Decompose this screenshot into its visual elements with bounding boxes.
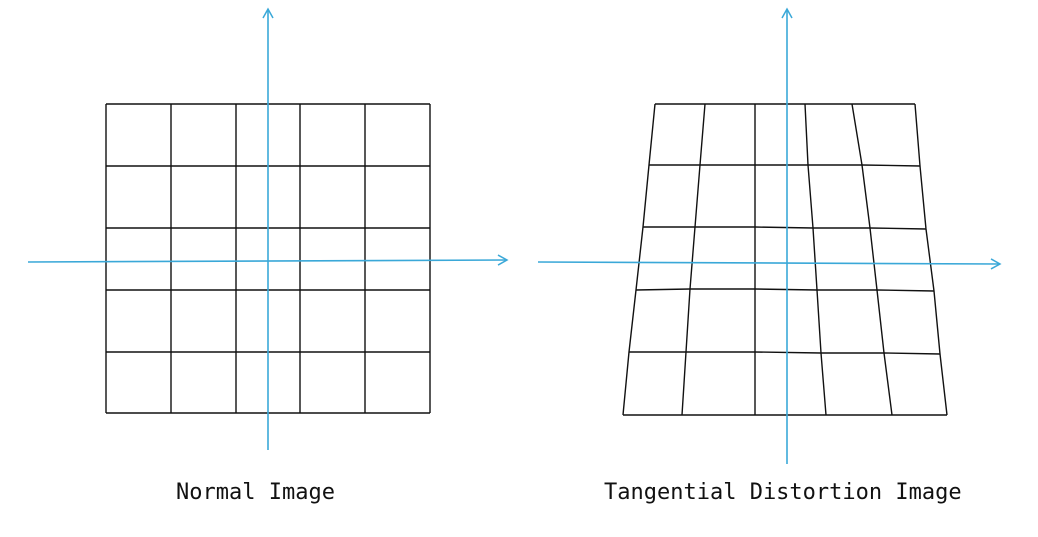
distorted-grid-vertical-line xyxy=(914,103,948,416)
distorted-grid-horizontal-line xyxy=(635,288,935,292)
distorted-grid-vertical-line xyxy=(851,103,893,416)
distorted-grid-vertical-line xyxy=(804,103,827,416)
tangential-axes xyxy=(537,7,1002,464)
distorted-grid-horizontal-line xyxy=(643,226,927,230)
distorted-grid-horizontal-line xyxy=(649,164,921,167)
distorted-grid-vertical-line xyxy=(622,103,656,416)
x-axis-arrow xyxy=(537,258,1002,270)
normal-axes xyxy=(27,7,509,450)
tangential-distortion-image-caption: Tangential Distortion Image xyxy=(604,480,962,505)
distorted-grid-vertical-line xyxy=(681,103,706,416)
normal-image-caption: Normal Image xyxy=(176,480,335,505)
tangential-grid xyxy=(622,103,948,416)
distorted-grid-horizontal-line xyxy=(629,351,941,355)
